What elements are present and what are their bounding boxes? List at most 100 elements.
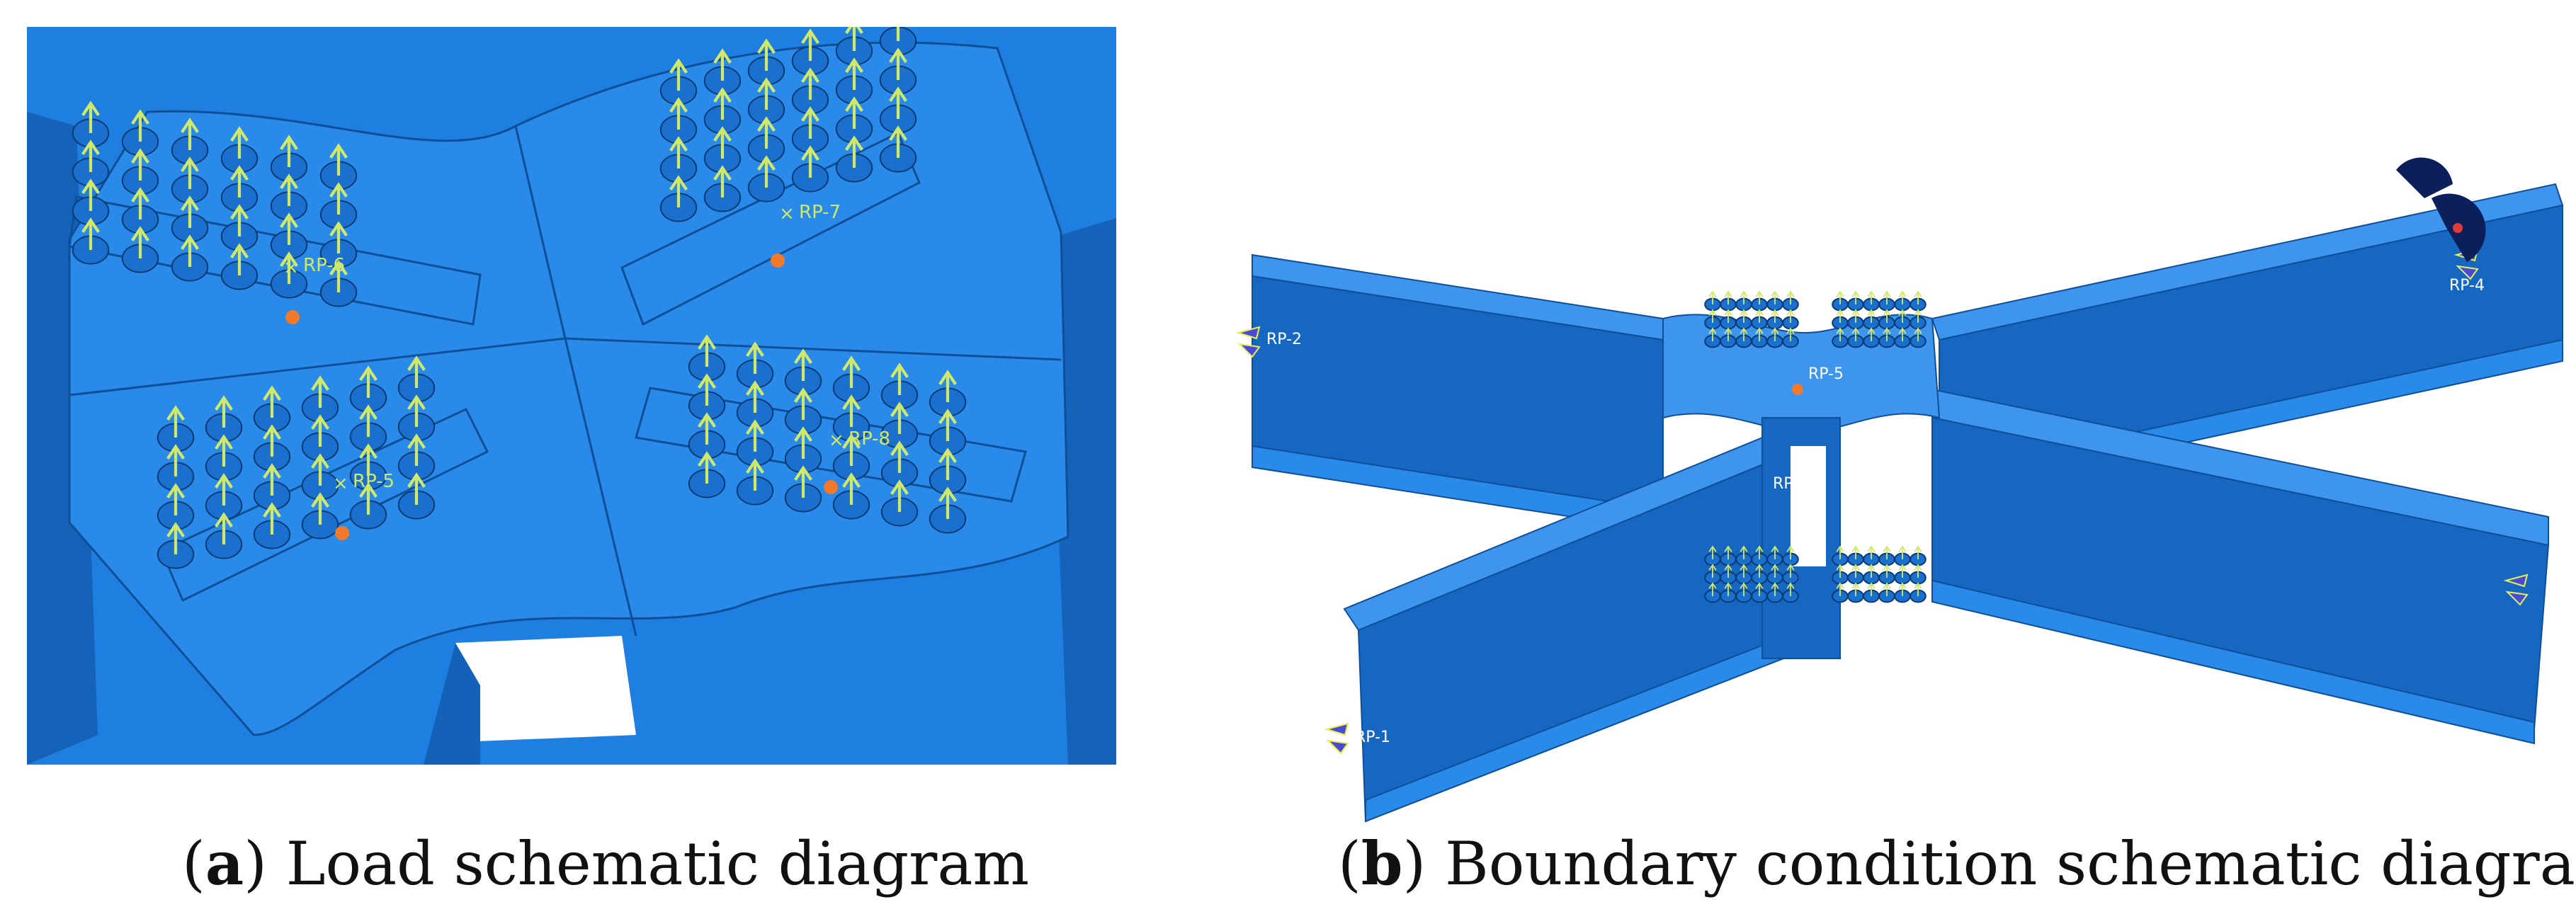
bolt-with-load-arrow <box>659 175 698 222</box>
rp5-cross: × <box>333 473 348 494</box>
bolt-with-load-arrow <box>319 182 358 229</box>
bolt-with-load-arrow <box>270 251 308 299</box>
load-schematic-panel: RP-6 × RP-7 × RP-5 × RP-8 × <box>27 27 1116 765</box>
bc-symbol-lower-right <box>2503 573 2529 606</box>
rp2-label: RP-2 <box>1266 331 1302 348</box>
bolt-with-load-arrow <box>1878 564 1895 585</box>
rp4-label: RP-4 <box>2449 277 2485 295</box>
bolt-with-load-arrow <box>171 234 209 282</box>
rp7-cross: × <box>779 203 795 224</box>
opening-edge <box>424 643 480 765</box>
bolt-with-load-arrow <box>157 405 195 452</box>
bolt-with-load-arrow <box>253 385 291 433</box>
bolt-with-load-arrow <box>659 58 698 105</box>
bolt-with-load-arrow <box>1782 564 1799 585</box>
bolt-with-load-arrow <box>832 433 870 481</box>
reference-point-rp7: RP-7 × <box>771 202 841 268</box>
bolt-with-load-arrow <box>784 426 822 474</box>
bolt-with-load-arrow <box>1894 545 1911 566</box>
bolt-with-load-arrow <box>1910 290 1927 312</box>
bolt-with-load-arrow <box>880 479 919 527</box>
bolt-with-load-arrow <box>1878 327 1895 348</box>
bolt-with-load-arrow <box>1735 309 1752 330</box>
caption-b: (b) Boundary condition schematic diagram <box>1338 828 2576 898</box>
bolt-with-load-arrow <box>1704 309 1721 330</box>
rp6-cross: × <box>283 257 299 278</box>
bolt-with-load-arrow <box>1782 290 1799 312</box>
bolt-with-load-arrow <box>1847 290 1864 312</box>
bolt-with-load-arrow <box>835 135 873 183</box>
bolt-with-load-arrow <box>1894 582 1911 603</box>
bolt-with-load-arrow <box>157 522 195 569</box>
bolt-with-load-arrow <box>1910 564 1927 585</box>
bolt-with-load-arrow <box>1720 290 1737 312</box>
bolt-with-load-arrow <box>1847 564 1864 585</box>
bolt-with-load-arrow <box>72 217 110 265</box>
bolt-with-load-arrow <box>703 87 742 135</box>
rp6-constraint-marker <box>285 310 300 324</box>
bolt-with-load-arrow <box>157 483 195 530</box>
bolt-with-load-arrow <box>397 394 436 442</box>
bolt-with-load-arrow <box>319 260 358 307</box>
bolt-with-load-arrow <box>1751 309 1768 330</box>
bolt-with-load-arrow <box>301 414 339 462</box>
bolt-with-load-arrow <box>879 125 917 173</box>
bolt-with-load-arrow <box>835 96 873 144</box>
caption-a-text: Load schematic diagram <box>285 829 1030 898</box>
load-schematic-figure: RP-6 × RP-7 × RP-5 × RP-8 × <box>27 27 1116 765</box>
rp8-constraint-marker <box>824 480 838 494</box>
bolt-with-load-arrow <box>270 173 308 221</box>
bolt-with-load-arrow <box>72 101 110 148</box>
bolt-with-load-arrow <box>747 116 785 164</box>
bolt-with-load-arrow <box>220 126 259 173</box>
bolt-with-load-arrow <box>1863 309 1880 330</box>
bc-symbol-rp2: RP-2 <box>1235 326 1302 358</box>
bolt-with-load-arrow <box>784 465 822 513</box>
bolt-with-load-arrow <box>832 472 870 520</box>
rp9-label: RP-9 <box>1773 475 1808 493</box>
bolt-load-arrows <box>1704 290 1927 603</box>
rp6-label: RP-6 <box>303 255 345 276</box>
bc-symbol-rp9: RP-9 <box>1773 475 1808 493</box>
beam-upper-left <box>1252 253 1664 532</box>
bolt-with-load-arrow <box>1910 545 1927 566</box>
bolt-with-load-arrow <box>1894 564 1911 585</box>
bolt-with-load-arrow <box>929 486 967 534</box>
bolt-with-load-arrow <box>1863 582 1880 603</box>
bolt-with-load-arrow <box>703 48 742 96</box>
bolt-with-load-arrow <box>1910 327 1927 348</box>
rp5-marker <box>1792 384 1803 395</box>
bolt-with-load-arrow <box>879 86 917 134</box>
bolt-with-load-arrow <box>747 155 785 202</box>
bolt-with-load-arrow <box>397 472 436 520</box>
bolt-with-load-arrow <box>1878 309 1895 330</box>
bolt-with-load-arrow <box>349 482 387 530</box>
bolt-with-load-arrow <box>1704 290 1721 312</box>
rp5-constraint-marker <box>335 526 349 540</box>
bolt-with-load-arrow <box>736 341 774 389</box>
bolt-with-load-arrow <box>791 145 829 193</box>
bolt-with-load-arrow <box>1832 309 1849 330</box>
bolt-with-load-arrow <box>1751 290 1768 312</box>
bolt-with-load-arrow <box>171 156 209 204</box>
bolt-with-load-arrow <box>880 363 919 410</box>
caption-b-text: Boundary condition schematic diagram <box>1445 829 2576 898</box>
bolt-with-load-arrow <box>1751 582 1768 603</box>
bolt-with-load-arrow <box>747 38 785 86</box>
bc-symbol-rp5: RP-5 <box>1792 365 1844 395</box>
bolt-with-load-arrow <box>1782 327 1799 348</box>
bolt-with-load-arrow <box>791 106 829 154</box>
bolt-with-load-arrow <box>253 502 291 549</box>
bc-symbol-rp1: RP-1 <box>1324 722 1390 755</box>
caption-b-letter: b <box>1361 828 1403 898</box>
bolt-with-load-arrow <box>253 463 291 510</box>
bolt-with-load-arrow <box>1847 545 1864 566</box>
bolt-with-load-arrow <box>1832 290 1849 312</box>
bolt-with-load-arrow <box>1863 290 1880 312</box>
bolt-with-load-arrow <box>703 165 742 212</box>
boundary-condition-figure: RP-2 RP-1 RP-5 RP-9 RP-4 <box>1235 157 2564 823</box>
bolt-with-load-arrow <box>1894 309 1911 330</box>
bolt-with-load-arrow <box>835 27 873 66</box>
bolt-with-load-arrow <box>688 451 726 498</box>
caption-a-letter: a <box>205 828 244 898</box>
